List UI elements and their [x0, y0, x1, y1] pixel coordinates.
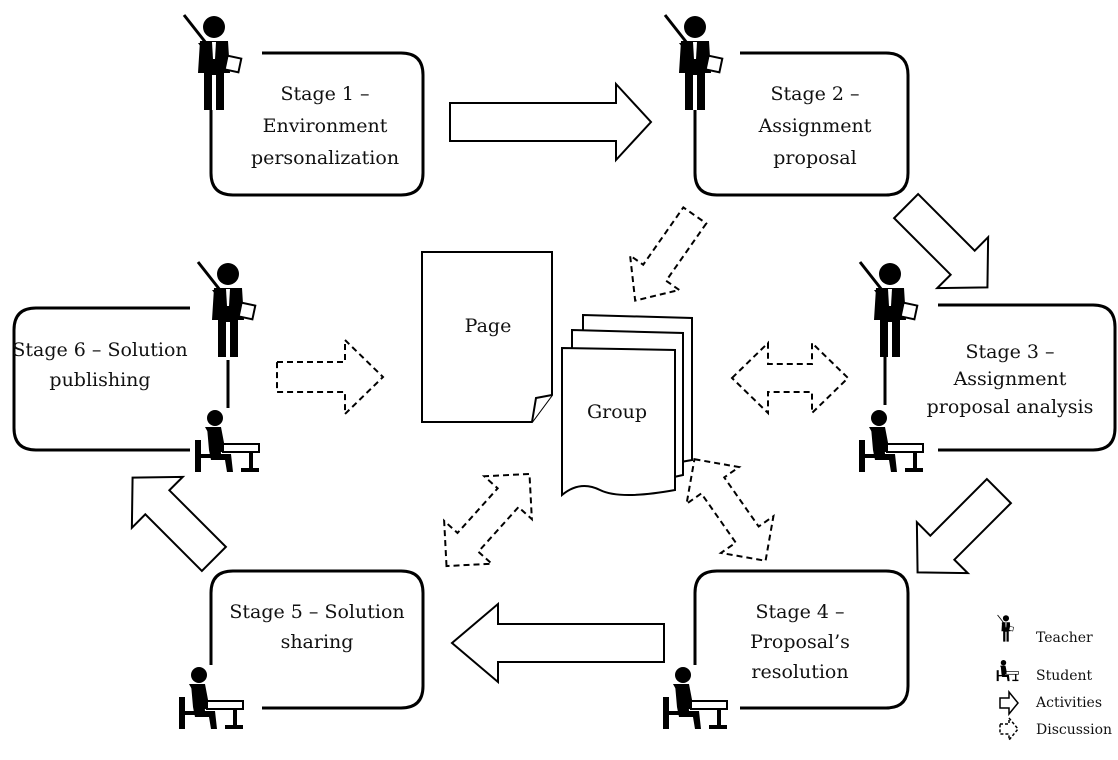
stage-5-line-2: sharing [281, 631, 354, 653]
stage-4-box: Stage 4 – Proposal’s resolution [693, 569, 910, 710]
stage-2-line-3: proposal [773, 147, 856, 169]
legend-teacher-icon [997, 614, 1015, 643]
legend-activities-icon [999, 689, 1019, 717]
stage-3-line-3: proposal analysis [927, 396, 1094, 418]
legend: Teacher Student Activities Discussion [996, 614, 1112, 743]
teacher-icon-stage-6 [196, 260, 257, 359]
stage-1-line-2: Environment [263, 115, 388, 137]
stage-5-line-1: Stage 5 – Solution [229, 601, 404, 623]
teacher-icon-stage-3 [858, 260, 919, 359]
group-documents: Group [561, 313, 693, 498]
legend-student-label: Student [1036, 668, 1092, 684]
stage-1-line-1: Stage 1 – [280, 83, 369, 105]
legend-discussion-label: Discussion [1036, 722, 1112, 738]
stage-1-line-3: personalization [251, 147, 399, 169]
stage-6-line-1: Stage 6 – Solution [12, 339, 187, 361]
legend-activities-label: Activities [1035, 695, 1102, 711]
discussion-arrow-5-group [443, 472, 533, 568]
stage-3-line-2: Assignment [953, 368, 1067, 390]
student-icon-stage-6 [194, 409, 260, 473]
legend-student-icon [996, 659, 1019, 682]
legend-discussion-icon [999, 715, 1019, 743]
legend-teacher-label: Teacher [1036, 630, 1093, 646]
discussion-arrow-6-to-page [276, 337, 385, 417]
stage-6-box: Stage 6 – Solution publishing [12, 306, 230, 452]
discussion-arrow-2-to-group [628, 205, 708, 302]
student-icon-stage-3 [858, 409, 924, 473]
page-label: Page [465, 315, 512, 337]
stage-2-box: Stage 2 – Assignment proposal [693, 51, 910, 197]
stage-4-line-3: resolution [751, 661, 848, 683]
stage-2-line-1: Stage 2 – [770, 83, 859, 105]
stage-6-line-2: publishing [49, 369, 150, 391]
discussion-arrow-group-4 [685, 458, 775, 562]
stage-3-box: Stage 3 – Assignment proposal analysis [883, 303, 1117, 452]
activity-arrow-5-to-6 [130, 475, 228, 573]
activity-arrow-1-to-2 [449, 81, 653, 163]
discussion-arrow-group-3 [730, 340, 850, 416]
stage-4-line-1: Stage 4 – [755, 601, 844, 623]
activity-arrow-3-to-4 [915, 477, 1013, 575]
stage-1-box: Stage 1 – Environment personalization [209, 51, 425, 197]
activity-arrow-2-to-3 [892, 192, 990, 290]
stage-3-line-1: Stage 3 – [965, 341, 1054, 363]
page-document: Page [421, 251, 553, 423]
stage-2-line-2: Assignment [758, 115, 872, 137]
stage-4-line-2: Proposal’s [750, 631, 850, 653]
activity-arrow-4-to-5 [450, 601, 665, 685]
stage-5-box: Stage 5 – Solution sharing [209, 569, 425, 710]
group-label: Group [587, 401, 647, 423]
